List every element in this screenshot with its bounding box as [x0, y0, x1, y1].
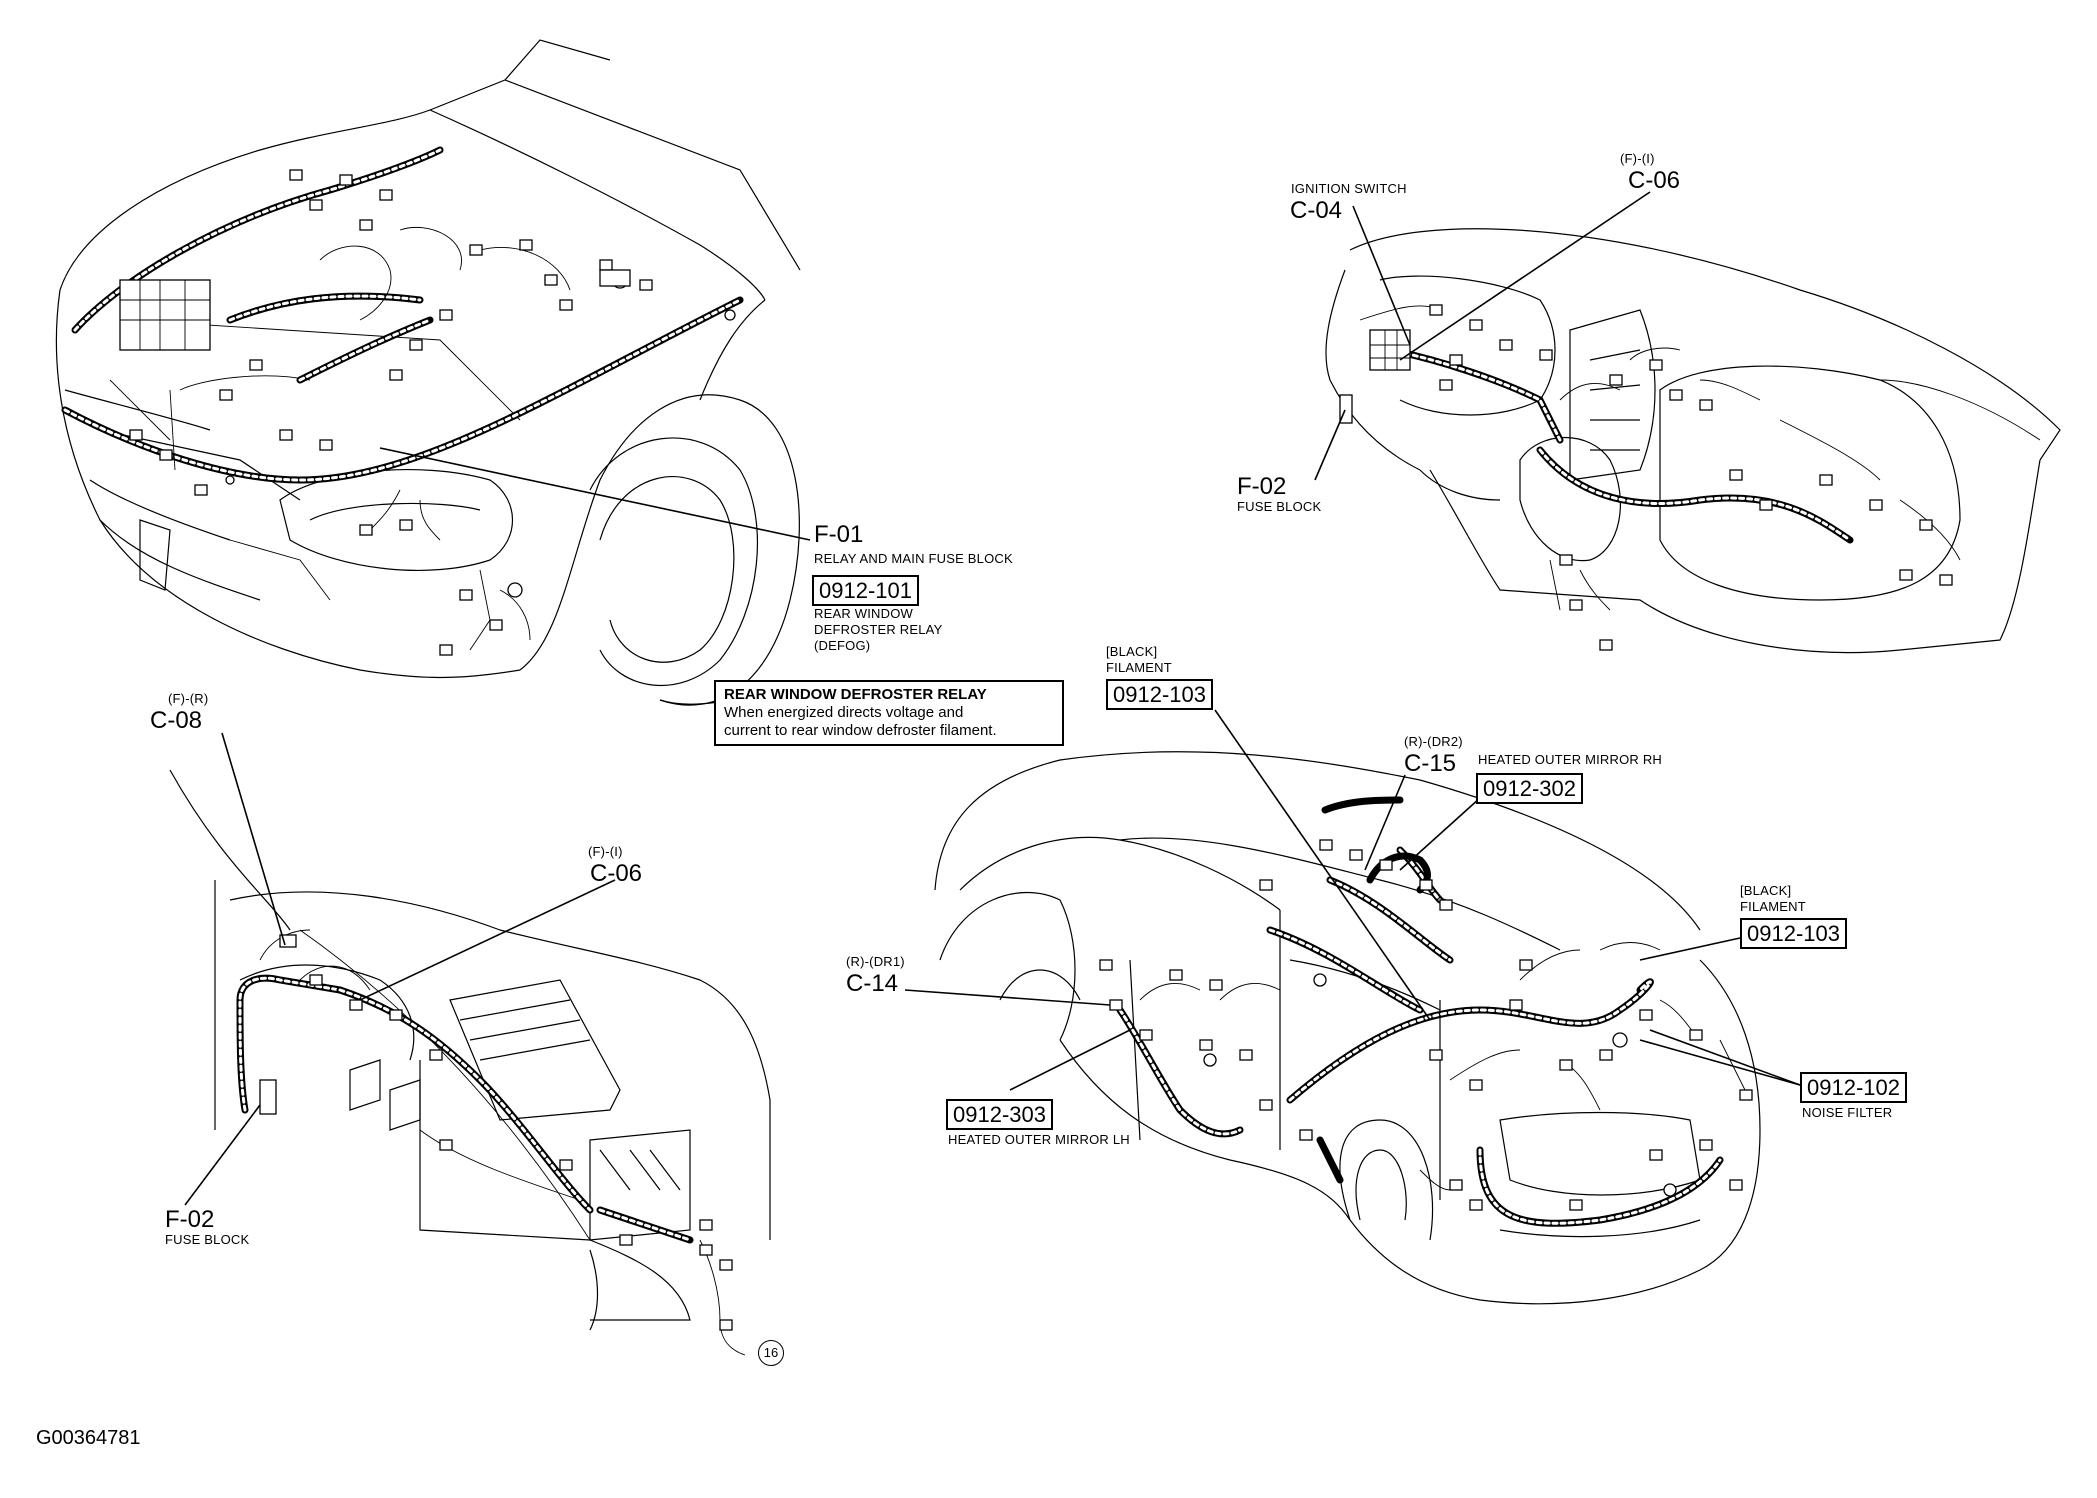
c06-lower-code: C-06	[590, 860, 643, 887]
ref-0912-303[interactable]: 0912-303	[946, 1099, 1053, 1131]
c15-code: C-15	[1404, 750, 1457, 777]
filament-right-tag: [BLACK]	[1740, 883, 1792, 898]
lower-dash-view	[169, 769, 771, 1356]
f02-lower-desc: FUSE BLOCK	[165, 1232, 250, 1247]
defroster-relay-note: REAR WINDOW DEFROSTER RELAY When energiz…	[714, 680, 1064, 746]
ref-0912-103-top[interactable]: 0912-103	[1106, 679, 1213, 711]
f02-top-desc: FUSE BLOCK	[1237, 499, 1322, 514]
c14-code: C-14	[846, 970, 899, 997]
instrument-panel-view	[1325, 228, 2061, 654]
c08-loc: (F)-(R)	[168, 691, 209, 706]
circled-16: 16	[758, 1340, 784, 1366]
leader-lines	[184, 191, 1801, 1206]
note-line2: current to rear window defroster filamen…	[724, 722, 997, 739]
c15-loc: (R)-(DR2)	[1404, 734, 1463, 749]
noise-filter-desc: NOISE FILTER	[1802, 1105, 1893, 1120]
f02-top-code: F-02	[1237, 473, 1287, 500]
c04-desc: IGNITION SWITCH	[1291, 181, 1407, 196]
filament-right-desc: FILAMENT	[1740, 899, 1806, 914]
body-rear-view	[934, 751, 1761, 1305]
f02-lower-code: F-02	[165, 1206, 215, 1233]
ref-desc-line1: REAR WINDOW	[814, 606, 913, 621]
c06-lower-loc: (F)-(I)	[588, 844, 623, 859]
f01-code: F-01	[814, 521, 864, 548]
note-line1: When energized directs voltage and	[724, 704, 964, 721]
ref-0912-302[interactable]: 0912-302	[1476, 773, 1583, 805]
c06-top-loc: (F)-(I)	[1620, 151, 1655, 166]
f01-desc: RELAY AND MAIN FUSE BLOCK	[814, 551, 1013, 566]
c14-loc: (R)-(DR1)	[846, 954, 905, 969]
ref-desc-line2: DEFROSTER RELAY	[814, 622, 943, 637]
ref-desc-line3: (DEFOG)	[814, 638, 871, 653]
mirror-rh-desc: HEATED OUTER MIRROR RH	[1478, 752, 1662, 767]
mirror-lh-desc: HEATED OUTER MIRROR LH	[948, 1132, 1130, 1147]
filament-top-desc: FILAMENT	[1106, 660, 1172, 675]
c04-code: C-04	[1290, 197, 1343, 224]
note-title: REAR WINDOW DEFROSTER RELAY	[724, 686, 987, 703]
ref-0912-103-right[interactable]: 0912-103	[1740, 918, 1847, 950]
c06-top-code: C-06	[1628, 167, 1681, 194]
figure-id: G00364781	[36, 1427, 141, 1449]
c08-code: C-08	[150, 707, 203, 734]
filament-top-tag: [BLACK]	[1106, 644, 1158, 659]
ref-0912-101[interactable]: 0912-101	[812, 575, 919, 607]
ref-0912-102[interactable]: 0912-102	[1800, 1072, 1907, 1104]
engine-bay-view	[55, 39, 801, 706]
